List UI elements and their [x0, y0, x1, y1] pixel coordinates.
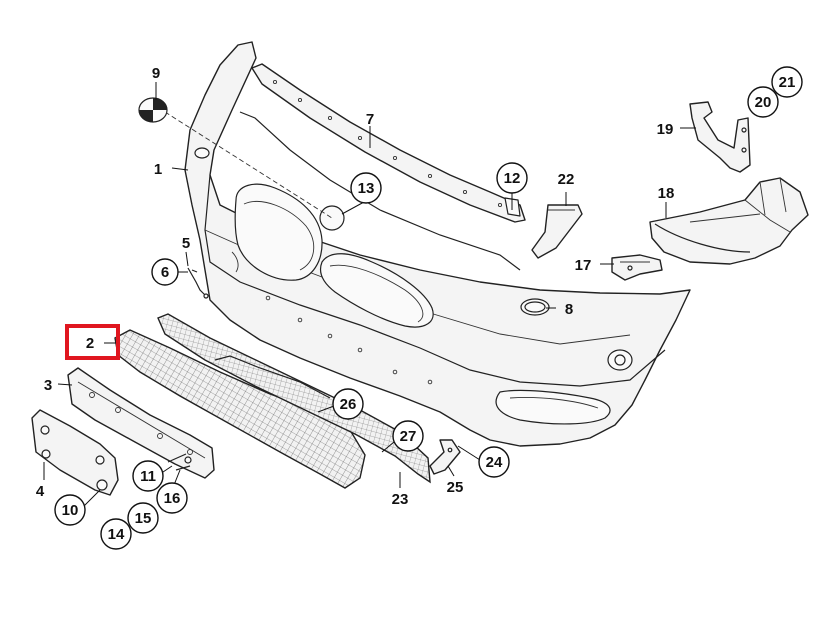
- callout-1: 1: [154, 161, 162, 178]
- callout-5: 5: [182, 235, 190, 252]
- callout-6-label: 6: [161, 264, 169, 281]
- callout-7: 7: [366, 111, 374, 128]
- callout-10-label: 10: [62, 502, 79, 519]
- assembly-line-emblem: [164, 111, 333, 219]
- callout-10: 10: [54, 494, 86, 526]
- callout-4: 4: [36, 483, 45, 500]
- callout-17: 17: [575, 257, 592, 274]
- support-bracket: [689, 101, 751, 173]
- callout-13-label: 13: [358, 180, 375, 197]
- tow-hook-cover: [524, 301, 546, 313]
- lower-side-bracket: [429, 439, 461, 475]
- rail-strip: [214, 355, 331, 399]
- callout-21-label: 21: [779, 74, 796, 91]
- callout-15: 15: [127, 502, 159, 534]
- callout-8: 8: [565, 301, 573, 318]
- clip-part: [187, 267, 209, 299]
- callout-25: 25: [447, 479, 464, 496]
- callout-2: 2: [65, 324, 120, 360]
- callout-22: 22: [558, 171, 575, 188]
- callout-9: 9: [152, 65, 160, 82]
- upper-reinforcement-strip: [251, 63, 526, 223]
- callout-20-label: 20: [755, 94, 772, 111]
- callout-14: 14: [100, 518, 132, 550]
- side-bracket: [531, 204, 583, 259]
- callout-15-label: 15: [135, 510, 152, 527]
- callout-26-label: 26: [340, 396, 357, 413]
- highlight-box: [65, 324, 120, 360]
- callout-27: 27: [392, 420, 424, 452]
- callout-21: 21: [771, 66, 803, 98]
- callout-16: 16: [156, 482, 188, 514]
- callout-6: 6: [151, 258, 179, 286]
- callout-19: 19: [657, 121, 674, 138]
- grille-trim-strip: [157, 313, 431, 484]
- callout-11: 11: [132, 460, 164, 492]
- lower-grille-mesh: [114, 329, 366, 489]
- callout-20: 20: [747, 86, 779, 118]
- callout-11-label: 11: [140, 468, 156, 485]
- callout-24: 24: [478, 446, 510, 478]
- callout-16-label: 16: [164, 490, 181, 507]
- callout-23: 23: [392, 491, 409, 508]
- callout-27-label: 27: [400, 428, 417, 445]
- callout-18: 18: [658, 185, 675, 202]
- leader-lines: [43, 82, 696, 507]
- callout-14-label: 14: [108, 526, 125, 543]
- air-duct-assembly: [649, 177, 809, 265]
- license-plate-bracket: [67, 367, 215, 479]
- screw-hardware: [167, 453, 192, 471]
- callout-2-label: 2: [86, 335, 94, 352]
- callout-12-label: 12: [504, 170, 521, 187]
- emblem-part: [138, 97, 168, 123]
- mount-bracket: [611, 254, 663, 281]
- callout-26: 26: [332, 388, 364, 420]
- callout-13: 13: [350, 172, 382, 204]
- license-plate-holder: [31, 409, 119, 496]
- callout-24-label: 24: [486, 454, 503, 471]
- callout-12: 12: [496, 162, 528, 194]
- callout-3: 3: [44, 377, 52, 394]
